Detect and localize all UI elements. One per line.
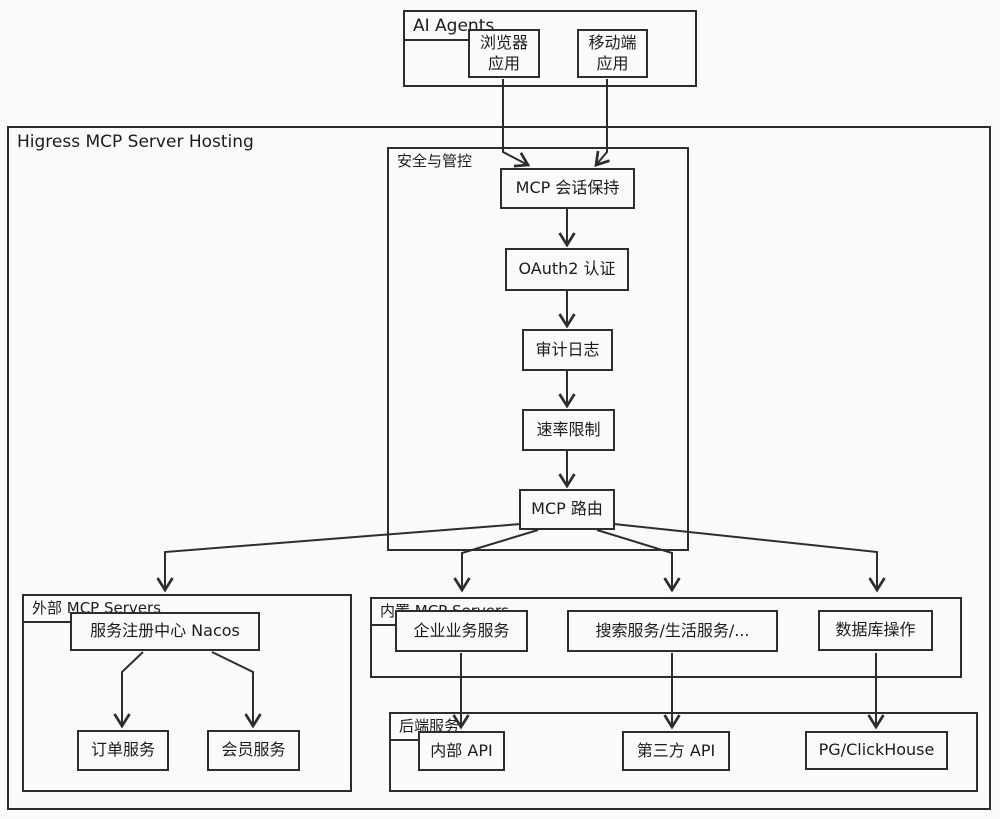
ai-agents-container: AI Agents	[403, 10, 697, 87]
mobile-app-node: 移动端 应用	[577, 29, 648, 78]
mcp-session-node: MCP 会话保持	[500, 168, 635, 209]
rate-limit-node: 速率限制	[522, 409, 615, 451]
third-party-api-node: 第三方 API	[622, 731, 730, 771]
internal-api-node: 内部 API	[418, 731, 505, 771]
pg-clickhouse-node: PG/ClickHouse	[805, 731, 948, 770]
nacos-registry-node: 服务注册中心 Nacos	[70, 612, 260, 651]
mcp-route-node: MCP 路由	[519, 489, 615, 530]
browser-app-node: 浏览器 应用	[468, 29, 540, 78]
oauth2-node: OAuth2 认证	[505, 248, 629, 291]
database-ops-node: 数据库操作	[818, 610, 933, 651]
member-service-node: 会员服务	[207, 730, 300, 771]
higress-label: Higress MCP Server Hosting	[17, 132, 254, 152]
security-label: 安全与管控	[397, 152, 473, 170]
search-life-service-node: 搜索服务/生活服务/...	[567, 610, 778, 652]
audit-log-node: 审计日志	[522, 329, 613, 371]
enterprise-service-node: 企业业务服务	[395, 610, 528, 652]
order-service-node: 订单服务	[77, 730, 169, 771]
higress-container: Higress MCP Server Hosting	[7, 126, 991, 810]
